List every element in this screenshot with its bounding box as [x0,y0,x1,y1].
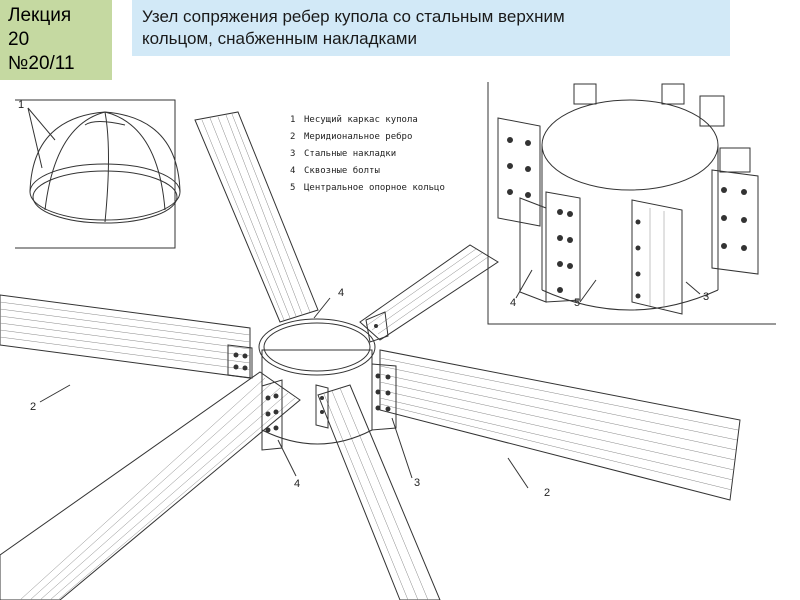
legend-text-1: Несущий каркас купола [304,115,418,125]
plate-front-left [261,379,283,451]
front-left-plate [519,191,581,303]
rib-right [379,349,741,501]
callout-detail-5: 5 [574,297,580,309]
right-plate [711,147,759,275]
legend-text-4: Сквозные болты [304,165,380,176]
rib-upper [194,111,319,323]
legend-num-2: 2 [290,132,295,142]
rib-lower-center [317,384,441,600]
rib-upper-right [359,244,499,341]
callout-detail-3: 3 [703,291,709,303]
callout-dome-1: 1 [18,99,24,111]
lecture-number: 20 [8,29,30,50]
callout-main-2-right: 2 [544,487,550,499]
callout-main-2-left: 2 [30,401,36,413]
plate-front-center [315,384,329,429]
legend-num-3: 3 [290,149,295,159]
legend-text-3: Стальные накладки [304,149,396,159]
lecture-label: Лекция 20 №20/11 [0,0,112,80]
main-node-view: 4 2 4 3 2 [0,111,741,600]
rib-left [0,294,251,379]
legend-num-1: 1 [290,115,295,125]
plate-upper-right [365,311,389,343]
rib-lower-left [0,371,301,600]
legend-num-4: 4 [290,166,295,176]
callout-main-3: 3 [414,477,420,489]
legend-text-5: Центральное опорное кольцо [304,183,445,193]
lecture-word: Лекция [8,5,72,26]
title-line-1: Узел сопряжения ребер купола со стальным… [142,7,565,26]
legend-num-5: 5 [290,183,295,193]
plate-front-right [371,363,397,431]
legend: 1 Несущий каркас купола 2 Меридиональное… [290,115,445,193]
ring-detail-view: 4 5 3 [487,82,776,325]
lecture-code: №20/11 [8,53,75,74]
callout-detail-4: 4 [510,297,516,309]
dome-frame-sketch: 1 [15,99,181,249]
left-plate [497,117,541,227]
slide-title: Узел сопряжения ребер купола со стальным… [132,0,730,56]
callout-main-4-top: 4 [338,287,344,299]
legend-text-2: Меридиональное ребро [304,131,412,142]
front-right-plate [631,199,683,315]
plate-left-upper [227,344,253,379]
callout-main-4-bottom: 4 [294,478,300,490]
title-line-2: кольцом, снабженным накладками [142,29,417,48]
